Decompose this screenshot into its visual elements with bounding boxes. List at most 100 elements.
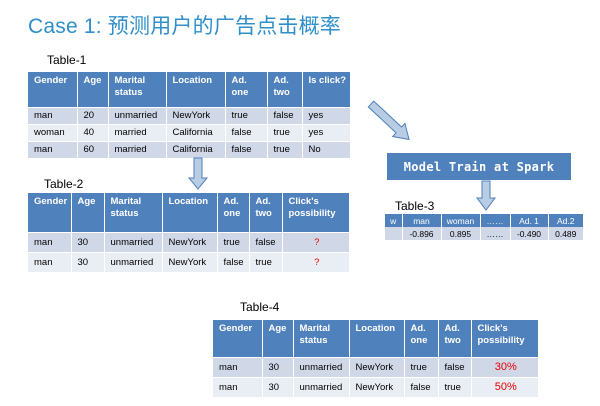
table2-header-cell: Gender [28,193,72,232]
table-cell: man [28,251,72,272]
table1-header-cell: Ad. two [267,72,303,107]
table-cell: yes [302,106,350,124]
table-row: man 60 married California false true No [28,140,350,158]
arrow-diagonal-icon [367,100,410,141]
table-cell: true [225,106,268,124]
table-cell: No [302,140,350,158]
table-cell: California [166,140,226,158]
table-cell: -0.896 [402,227,442,240]
table-row: woman 40 married California false true y… [28,123,350,141]
table2-header-cell: Ad. two [249,193,283,232]
table-cell: -0.490 [510,227,549,240]
table2-header-cell: Age [71,193,105,232]
table-cell: unmarried [104,251,163,272]
table-cell: unmarried [108,106,167,124]
table-cell: unmarried [293,376,350,397]
table4-header-row: Gender Age Marital status Location Ad. o… [213,320,538,357]
model-train-box: Model Train at Spark [387,153,571,180]
table3-header-cell: Ad. 1 [510,214,549,227]
table-cell: true [438,376,472,397]
table-cell: 30 [262,376,294,397]
table-cell: woman [28,123,78,141]
table-cell: 60 [77,140,109,158]
table4-header-cell: Ad. one [404,320,439,357]
table1-header-row: Gender Age Marital status Location Ad. o… [28,72,350,107]
table-cell: unmarried [293,356,350,377]
table-cell: false [225,140,268,158]
table-cell: 30 [71,251,105,272]
table-cell: man [28,140,78,158]
table-cell: 0.489 [548,227,583,240]
table4-header-cell: Click's possibility [471,320,538,357]
table-row: man 30 unmarried NewYork false true ? [28,251,349,272]
predicted-possibility: 30% [471,356,538,377]
table-cell: true [404,356,439,377]
table2-label: Table-2 [44,177,84,191]
table-cell: NewYork [162,231,218,252]
table-cell: 40 [77,123,109,141]
table-cell: California [166,123,226,141]
table2-header-cell: Ad. one [217,193,250,232]
table-cell: true [267,140,303,158]
table-cell: …… [480,227,511,240]
table-cell: false [438,356,472,377]
table2-header-cell: Location [162,193,218,232]
unknown-possibility: ? [282,231,349,252]
table4-label: Table-4 [240,300,280,314]
table-cell: false [217,251,250,272]
table1-header-cell: Ad. one [225,72,268,107]
table-cell: man [213,356,263,377]
table2: Gender Age Marital status Location Ad. o… [28,193,349,272]
table-row: man 30 unmarried NewYork true false ? [28,231,349,252]
table-cell [385,227,403,240]
table1-header-cell: Location [166,72,226,107]
table-cell: NewYork [162,251,218,272]
table-cell: man [213,376,263,397]
table1-header-cell: Is click? [302,72,350,107]
table-cell: 0.895 [441,227,481,240]
table1-header-cell: Gender [28,72,78,107]
table-cell: false [249,231,283,252]
table1: Gender Age Marital status Location Ad. o… [28,72,350,158]
table4-header-cell: Marital status [293,320,350,357]
table-cell: NewYork [166,106,226,124]
table-cell: false [404,376,439,397]
table4-header-cell: Ad. two [438,320,472,357]
table3-header-cell: w [385,214,403,227]
table-cell: true [217,231,250,252]
arrow-down-icon [187,157,209,190]
table-cell: false [267,106,303,124]
table3-header-row: w man woman …… Ad. 1 Ad.2 [385,214,583,227]
table-cell: true [267,123,303,141]
table-cell: married [108,123,167,141]
table-row: man 20 unmarried NewYork true false yes [28,106,350,124]
table1-header-cell: Marital status [108,72,167,107]
table1-label: Table-1 [47,53,87,67]
table3-header-cell: …… [480,214,511,227]
table3-weights: w man woman …… Ad. 1 Ad.2 -0.896 0.895 …… [385,214,583,240]
table3-label: Table-3 [395,199,435,213]
table3-header-cell: woman [441,214,481,227]
table-cell: NewYork [349,376,405,397]
table3-header-cell: man [402,214,442,227]
predicted-possibility: 50% [471,376,538,397]
arrow-down-icon [476,180,496,211]
table4-header-cell: Location [349,320,405,357]
table-cell: NewYork [349,356,405,377]
page-title: Case 1: 预测用户的广告点击概率 [28,15,342,38]
table-cell: true [249,251,283,272]
table2-header-cell: Click's possibility [282,193,349,232]
table3-header-cell: Ad.2 [548,214,583,227]
table1-header-cell: Age [77,72,109,107]
table-cell: 30 [71,231,105,252]
table-cell: yes [302,123,350,141]
unknown-possibility: ? [282,251,349,272]
table2-header-row: Gender Age Marital status Location Ad. o… [28,193,349,232]
table4-header-cell: Gender [213,320,263,357]
table4: Gender Age Marital status Location Ad. o… [213,320,538,397]
table2-header-cell: Marital status [104,193,163,232]
table-row: -0.896 0.895 …… -0.490 0.489 [385,227,583,240]
table-cell: 30 [262,356,294,377]
table-cell: married [108,140,167,158]
